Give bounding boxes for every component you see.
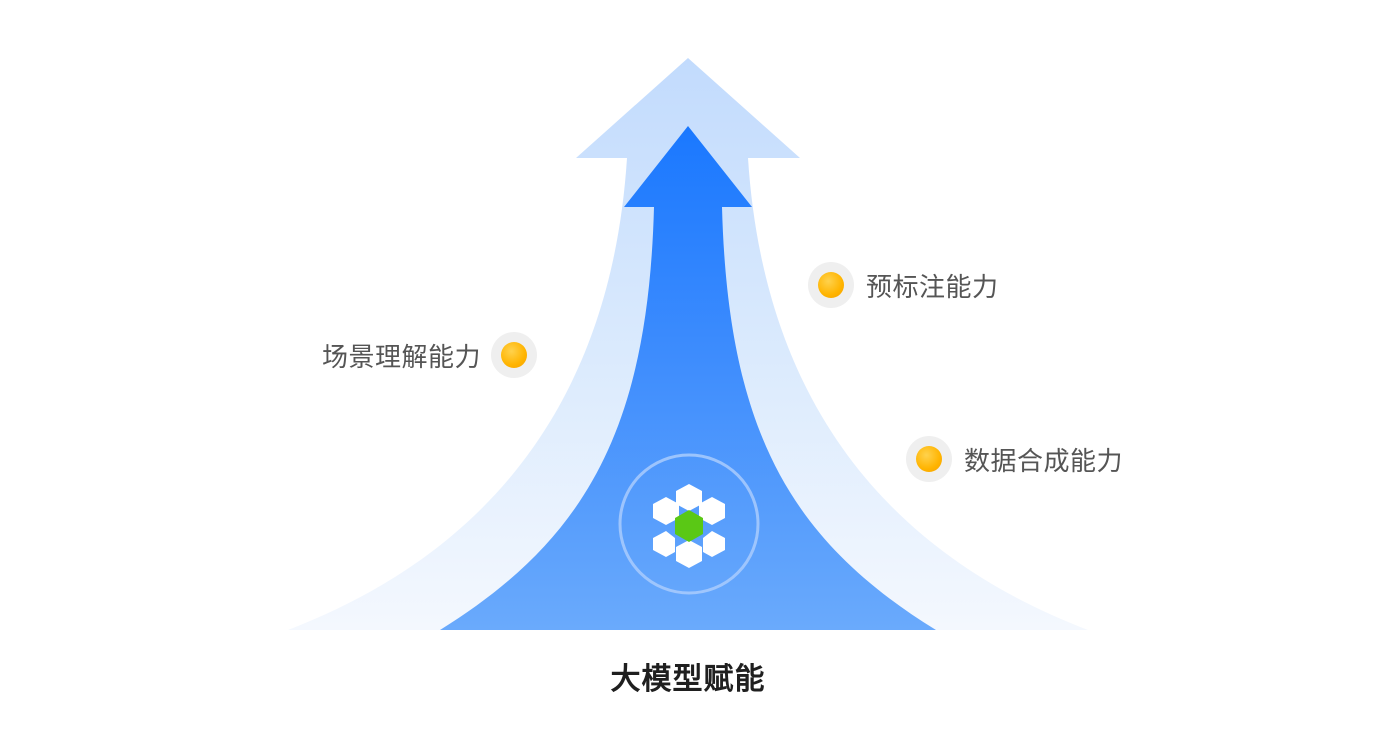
- capability-label: 场景理解能力: [322, 342, 482, 373]
- capability-label: 预标注能力: [866, 272, 999, 303]
- capability-data-synthesis: 数据合成能力: [906, 435, 1123, 483]
- inner-arrow: [440, 126, 936, 630]
- orange-dot-icon: [491, 332, 538, 378]
- diagram-title: 大模型赋能: [610, 662, 766, 697]
- capability-scene-understanding: 场景理解能力: [322, 331, 538, 379]
- capability-label: 数据合成能力: [964, 446, 1124, 477]
- capability-pre-annotation: 预标注能力: [808, 261, 999, 309]
- model-cube-icon: [618, 453, 760, 595]
- orange-dot-icon: [906, 436, 952, 482]
- orange-dot-icon: [808, 262, 854, 308]
